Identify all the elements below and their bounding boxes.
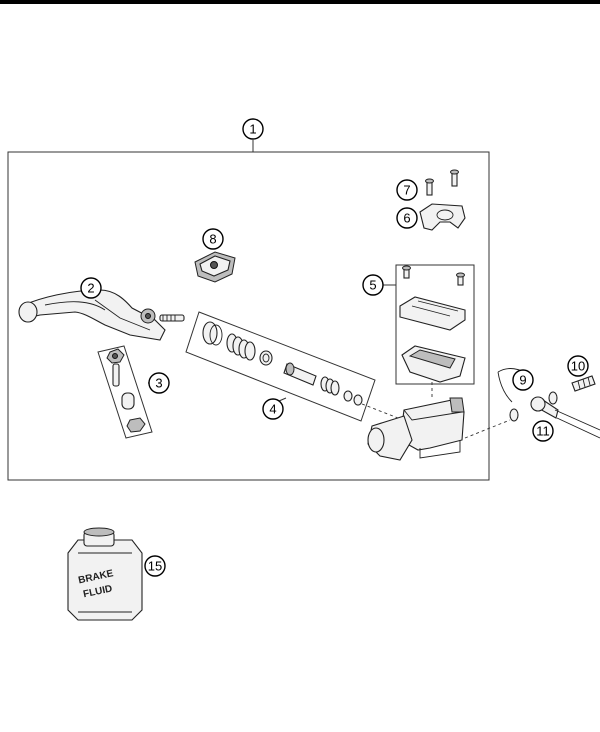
piston-kit	[185, 311, 376, 422]
callout-15-number: 15	[148, 559, 162, 574]
callout-6: 6	[396, 207, 418, 229]
callout-7: 7	[396, 179, 418, 201]
handlebar-clamp	[419, 169, 466, 231]
callout-5: 5	[362, 274, 396, 296]
brake-lever	[18, 289, 185, 341]
callout-2-number: 2	[87, 281, 94, 296]
top-edge-bar	[0, 0, 600, 4]
callout-11: 11	[532, 420, 554, 442]
reservoir-cover-frame	[395, 264, 475, 385]
callout-5-number: 5	[369, 278, 376, 293]
brake-fluid-bottle: BRAKE FLUID	[67, 527, 143, 621]
assembly-frame	[7, 151, 490, 481]
callout-1-number: 1	[249, 122, 256, 137]
callout-6-number: 6	[403, 211, 410, 226]
adjuster-knob	[194, 251, 236, 283]
lever-bolt-kit	[97, 345, 153, 439]
callout-15: 15	[144, 555, 166, 577]
master-cylinder	[367, 397, 465, 461]
callout-9: 9	[512, 369, 534, 391]
callout-2: 2	[80, 277, 102, 299]
assembly-line-piston	[361, 403, 399, 419]
callout-10-number: 10	[571, 359, 585, 374]
callout-3-number: 3	[155, 376, 162, 391]
callout-8: 8	[202, 228, 224, 250]
callout-4: 4	[262, 397, 287, 420]
callout-3: 3	[148, 372, 170, 394]
brake-hose-assembly	[464, 368, 600, 439]
callout-11-number: 11	[536, 424, 550, 439]
reservoir-cover-kit	[399, 265, 466, 383]
callout-9-number: 9	[519, 373, 526, 388]
callout-4-number: 4	[269, 402, 276, 417]
callout-8-number: 8	[209, 232, 216, 247]
callout-10: 10	[567, 355, 589, 377]
callout-7-number: 7	[403, 183, 410, 198]
callout-1: 1	[242, 118, 264, 140]
